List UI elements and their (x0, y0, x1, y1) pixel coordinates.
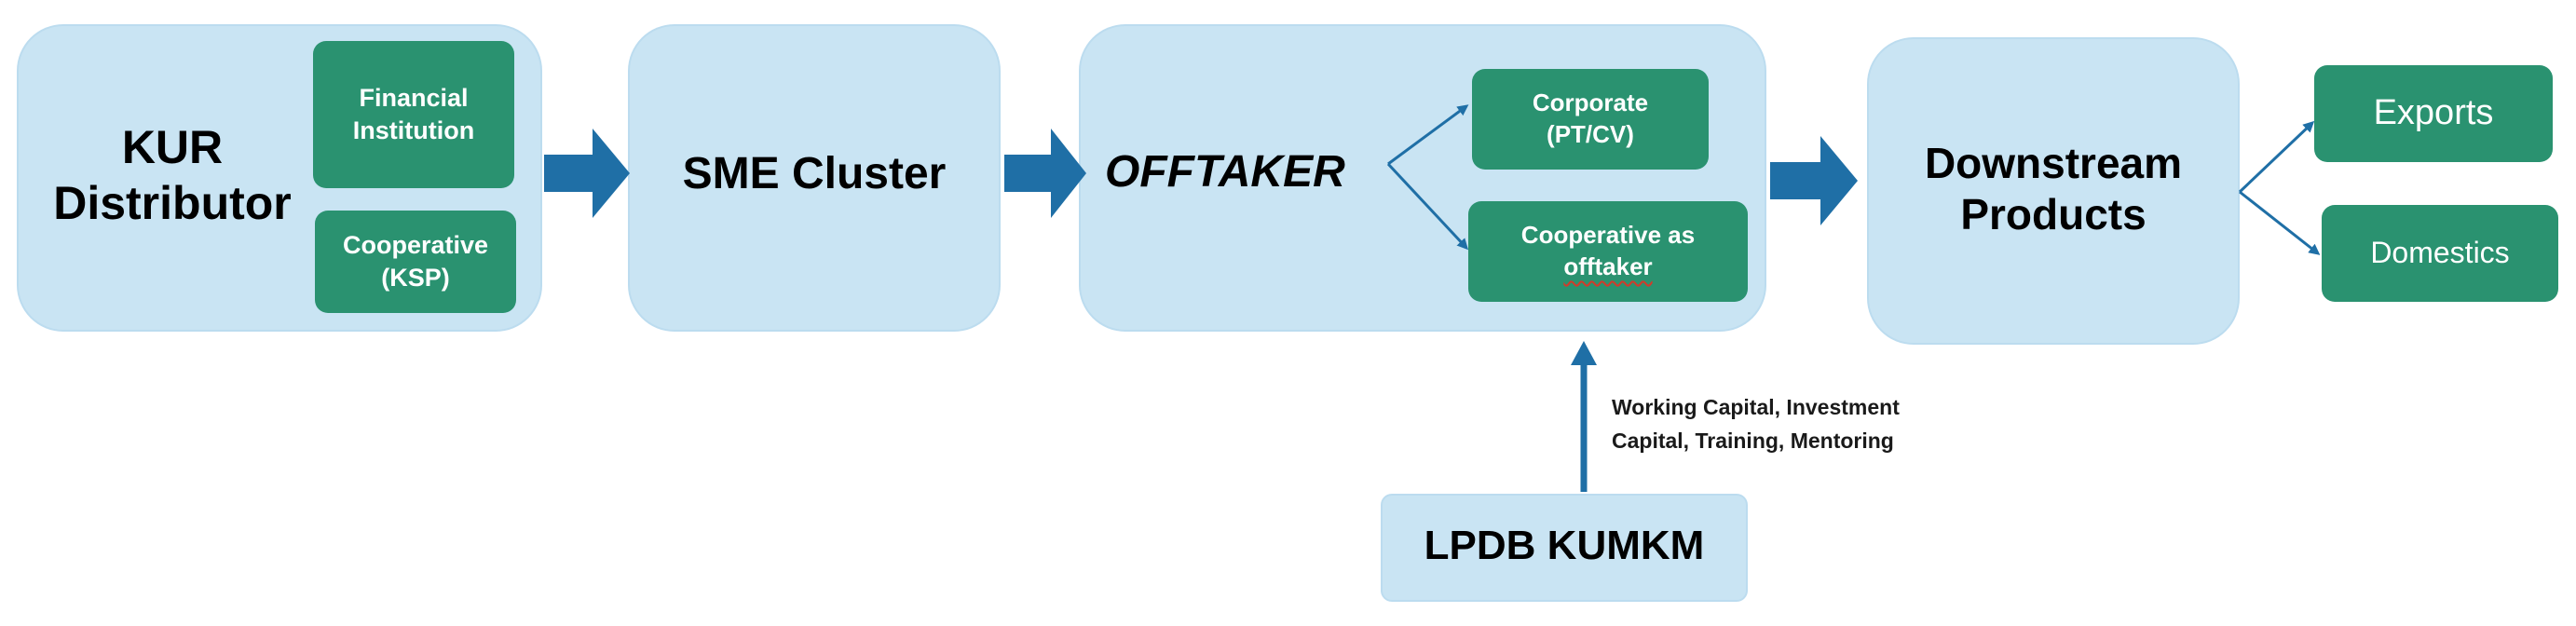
block-arrow-right-icon (1004, 129, 1086, 218)
branch-arrow-icon (2239, 190, 2321, 255)
lpdb-kumkm-box (1383, 496, 1746, 600)
branch-arrow-icon (1386, 162, 1469, 251)
arrow-up-icon (1571, 341, 1597, 365)
cooperative-ksp-box: Cooperative (KSP) (315, 211, 516, 313)
offtaker-title: OFFTAKER (1105, 147, 1345, 197)
branch-arrow-icon (1387, 104, 1469, 166)
branch-arrow-icon (2238, 120, 2315, 194)
lpdb-kumkm-title: LPDB KUMKM (1424, 523, 1705, 568)
block-arrow-right-icon (1770, 136, 1858, 225)
support-note: Working Capital, Investment Capital, Tra… (1612, 395, 1900, 453)
sme-cluster-box (630, 26, 999, 330)
corporate-box: Corporate (PT/CV) (1472, 69, 1709, 170)
exports-box: Exports (2314, 65, 2553, 162)
block-arrow-right-icon (544, 129, 630, 218)
cooperative-offtaker-line2: offtaker (1563, 252, 1653, 280)
kur-distributor-title: KUR Distributor (53, 121, 292, 229)
downstream-products-title: Downstream Products (1924, 139, 2183, 239)
domestics-box: Domestics (2322, 205, 2558, 302)
sme-cluster-title: SME Cluster (682, 149, 947, 198)
cooperative-offtaker-box: Cooperative as offtaker (1468, 201, 1748, 302)
cooperative-offtaker-line1: Cooperative as (1520, 221, 1696, 250)
downstream-products-box (1869, 39, 2238, 343)
financial-institution-box: Financial Institution (313, 41, 514, 188)
